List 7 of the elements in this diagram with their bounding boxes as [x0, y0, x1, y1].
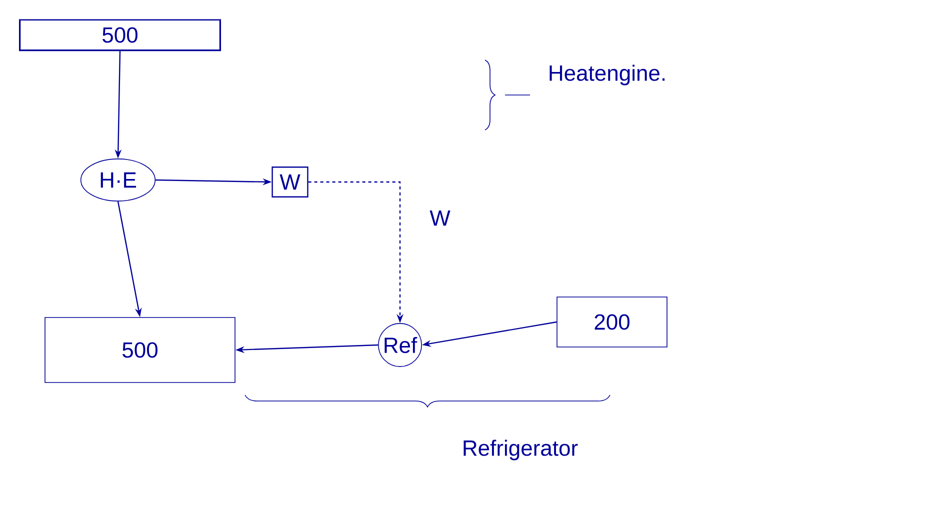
node-text: W	[272, 166, 308, 198]
label-text: Heatengine.	[550, 64, 665, 86]
reservoir-box: 200	[556, 296, 668, 348]
reservoir-box: 500	[44, 317, 236, 383]
reservoir-bracket: 500	[19, 18, 221, 52]
edge-label: W	[428, 209, 452, 227]
label-text: Refrigerator	[464, 440, 578, 460]
